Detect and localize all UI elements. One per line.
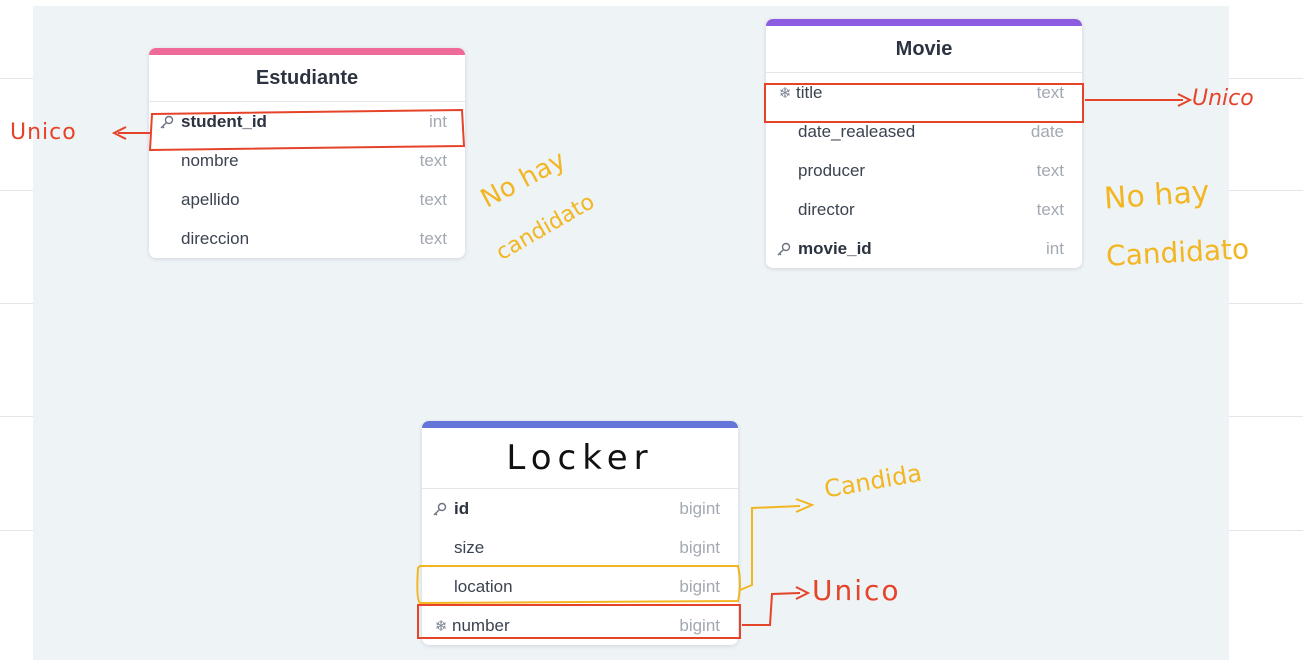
table-row[interactable]: producer text (766, 151, 1082, 190)
annotation-unico: Unico (812, 574, 901, 607)
table-accent-bar (766, 19, 1082, 26)
annotation-no-hay: No hay (1102, 174, 1211, 217)
table-accent-bar (422, 421, 738, 428)
table-row[interactable]: ❄ title text (766, 73, 1082, 112)
column-name: id (454, 498, 470, 518)
annotation-unico: Unico (1192, 86, 1254, 111)
grid-line (0, 190, 33, 191)
column-type: bigint (679, 498, 720, 518)
column-name: apellido (181, 189, 240, 209)
table-row[interactable]: movie_id int (766, 229, 1082, 268)
annotation-unico: Unico (10, 120, 77, 145)
column-type: bigint (679, 615, 720, 635)
key-icon (159, 114, 177, 130)
table-row[interactable]: date_realeased date (766, 112, 1082, 151)
key-icon (432, 501, 450, 517)
arrow-head (795, 498, 815, 513)
table-row[interactable]: nombre text (149, 141, 465, 180)
arrow-head (1177, 93, 1193, 107)
snowflake-icon: ❄ (434, 617, 448, 635)
column-type: bigint (679, 537, 720, 557)
highlight-box (417, 604, 741, 639)
column-name: number (452, 615, 510, 635)
table-row[interactable]: ❄ number bigint (422, 606, 738, 645)
arrow-head (795, 586, 811, 600)
column-type: text (419, 189, 447, 209)
table-movie[interactable]: Movie ❄ title text date_realeased date p… (766, 19, 1082, 268)
grid-line (1229, 416, 1303, 417)
column-name: student_id (181, 111, 267, 131)
column-type: text (419, 150, 447, 170)
column-type: int (429, 111, 447, 131)
table-row[interactable]: apellido text (149, 180, 465, 219)
column-type: text (1036, 82, 1064, 102)
key-icon (776, 241, 794, 257)
grid-line (1229, 530, 1303, 531)
grid-line (1229, 303, 1303, 304)
grid-line (0, 530, 33, 531)
grid-line (0, 303, 33, 304)
column-name: location (454, 576, 513, 596)
table-row[interactable]: id bigint (422, 489, 738, 528)
grid-line (1229, 190, 1303, 191)
column-name: title (796, 82, 823, 102)
table-title[interactable]: Locker (422, 428, 738, 489)
snowflake-icon: ❄ (778, 84, 792, 102)
table-row[interactable]: director text (766, 190, 1082, 229)
table-row[interactable]: location bigint (422, 567, 738, 606)
table-estudiante[interactable]: Estudiante student_id int nombre text ap… (149, 48, 465, 258)
column-name: nombre (181, 150, 239, 170)
table-accent-bar (149, 48, 465, 55)
column-type: date (1030, 121, 1064, 141)
highlight-box (764, 83, 1084, 123)
table-row[interactable]: direccion text (149, 219, 465, 258)
table-title[interactable]: Movie (766, 26, 1082, 73)
highlight-box (148, 108, 466, 152)
table-locker[interactable]: Locker id bigint size bigint location bi… (422, 421, 738, 645)
grid-line (0, 78, 33, 79)
column-name: date_realeased (798, 121, 916, 141)
table-title[interactable]: Estudiante (149, 55, 465, 102)
grid-line (0, 416, 33, 417)
column-type: text (419, 228, 447, 248)
column-type: text (1036, 160, 1064, 180)
grid-line (1229, 78, 1303, 79)
column-name: producer (798, 160, 866, 180)
column-name: size (454, 537, 485, 557)
column-type: text (1036, 199, 1064, 219)
column-name: director (798, 199, 855, 219)
arrow (739, 505, 801, 591)
arrow-head (111, 126, 127, 140)
table-row[interactable]: size bigint (422, 528, 738, 567)
column-type: int (1046, 238, 1064, 258)
arrow (742, 592, 801, 626)
column-name: movie_id (798, 238, 872, 258)
column-name: direccion (181, 228, 250, 248)
table-row[interactable]: student_id int (149, 102, 465, 141)
column-type: bigint (679, 576, 720, 596)
highlight-box (416, 565, 741, 605)
